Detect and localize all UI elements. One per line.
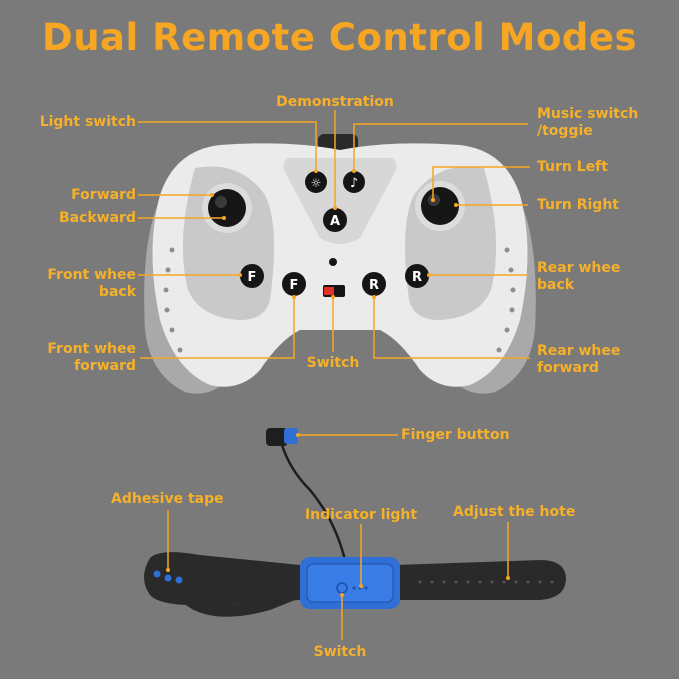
demo-glyph: A xyxy=(330,214,340,229)
strap-left xyxy=(144,552,300,606)
strap-loop xyxy=(178,588,300,617)
label-rear-wheel-forward: Rear whee forward xyxy=(537,343,621,376)
svg-text:R: R xyxy=(412,270,422,285)
label-front-wheel-forward: Front whee forward xyxy=(47,341,136,374)
label-light-switch: Light switch xyxy=(39,114,136,130)
strap-right xyxy=(395,560,566,600)
left-joystick[interactable] xyxy=(202,183,252,233)
label-indicator-light: Indicator light xyxy=(304,507,418,523)
svg-text:F: F xyxy=(290,278,299,293)
wristband-leader-lines xyxy=(167,434,509,640)
label-rear-wheel-back: Rear whee back xyxy=(537,260,621,293)
label-adjust-hole: Adjust the hote xyxy=(453,504,576,520)
svg-text:F: F xyxy=(248,270,257,285)
controller-leader-lines xyxy=(138,110,530,359)
label-forward: Forward xyxy=(71,187,136,203)
module-face xyxy=(306,563,394,603)
label-turn-right: Turn Right xyxy=(537,197,619,213)
right-joystick[interactable] xyxy=(415,181,465,231)
label-front-wheel-back: Front whee back xyxy=(47,267,136,300)
label-backward: Backward xyxy=(58,210,136,226)
label-switch: Switch xyxy=(306,355,360,371)
rear-wheel-forward-button[interactable]: R xyxy=(362,272,386,296)
music-note-icon: ♪ xyxy=(350,176,358,191)
wristband xyxy=(144,428,566,617)
indicator-dot xyxy=(329,258,337,266)
front-wheel-forward-button[interactable]: F xyxy=(282,272,306,296)
game-controller: ☼ ♪ A F F R R xyxy=(144,134,536,394)
page-title: Dual Remote Control Modes xyxy=(42,16,637,59)
light-icon: ☼ xyxy=(311,176,322,190)
label-turn-left: Turn Left xyxy=(537,159,608,175)
adhesive-dots xyxy=(153,570,183,584)
demonstration-button[interactable]: A xyxy=(323,208,347,232)
music-button[interactable]: ♪ xyxy=(343,171,365,193)
label-music-switch: Music switch /toggie xyxy=(537,106,639,139)
power-switch-slider xyxy=(324,287,334,295)
label-adhesive-tape: Adhesive tape xyxy=(111,491,224,507)
finger-cable xyxy=(280,444,347,561)
adjust-holes xyxy=(418,580,554,584)
finger-button[interactable] xyxy=(284,428,298,444)
svg-text:R: R xyxy=(369,278,379,293)
finger-ring xyxy=(266,428,288,446)
label-demonstration: Demonstration xyxy=(276,94,394,110)
light-button[interactable]: ☼ xyxy=(305,171,327,193)
label-wristband-switch: Switch xyxy=(313,644,367,660)
label-finger-button: Finger button xyxy=(401,427,510,443)
front-wheel-back-button[interactable]: F xyxy=(240,264,264,288)
rear-wheel-back-button[interactable]: R xyxy=(405,264,429,288)
